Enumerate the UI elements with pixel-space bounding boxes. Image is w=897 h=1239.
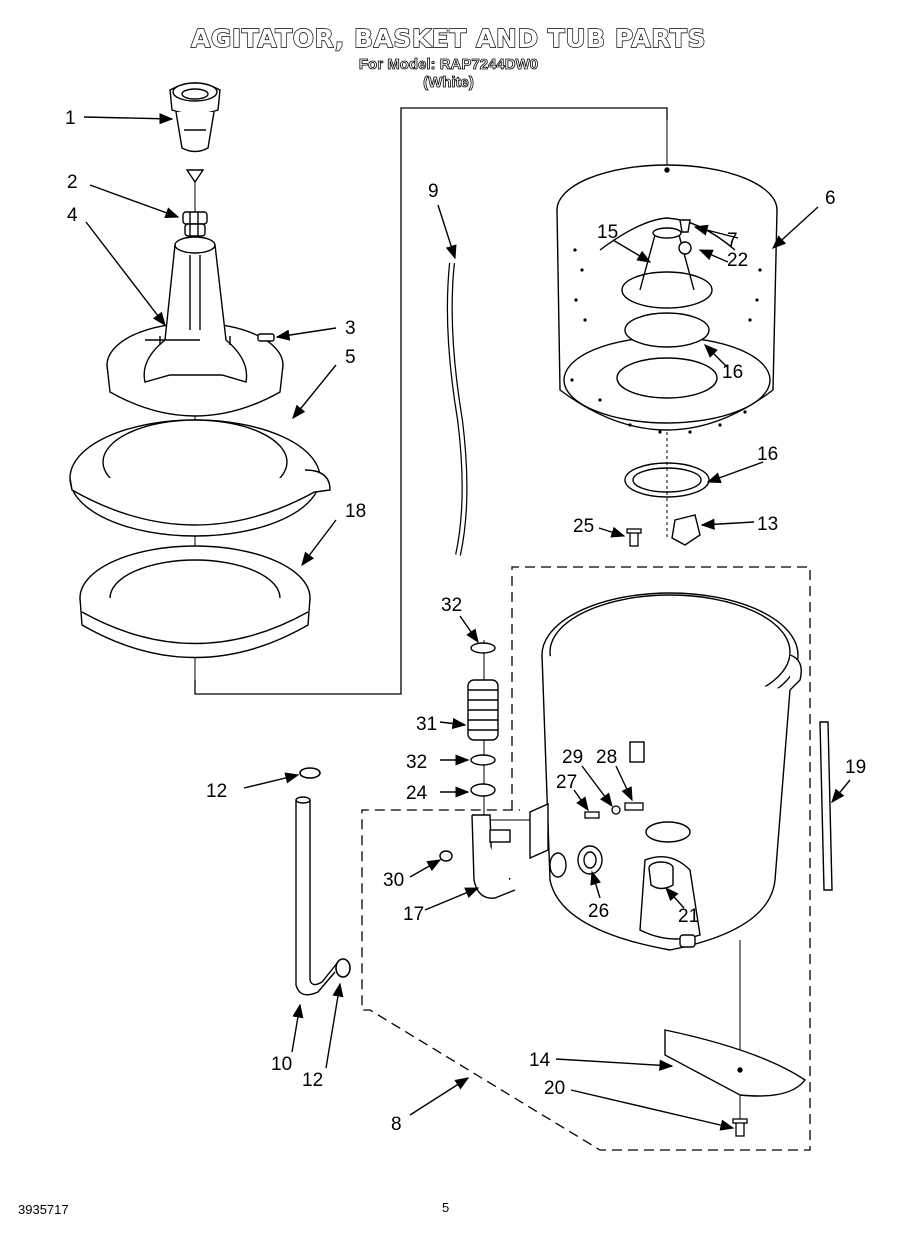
- callout-20: 20: [544, 1078, 565, 1099]
- callout-25: 25: [573, 516, 594, 537]
- callout-12-upper: 12: [206, 781, 227, 802]
- callout-32-lower: 32: [406, 752, 427, 773]
- leader-lines: [83, 113, 851, 1131]
- tub-shield-part: [664, 1029, 807, 1097]
- callout-13: 13: [757, 514, 778, 535]
- callout-26: 26: [588, 901, 609, 922]
- diagram-title: AGITATOR, BASKET AND TUB PARTS: [190, 23, 706, 53]
- hose-clamp-12-lower: [335, 958, 351, 978]
- hose-part: [295, 796, 339, 996]
- callout-7: 7: [727, 230, 738, 251]
- screws-27-28-29: [584, 802, 644, 819]
- callout-6: 6: [825, 188, 836, 209]
- callout-27: 27: [556, 772, 577, 793]
- screw-20-part: [732, 1118, 748, 1137]
- agitator-part: [106, 236, 284, 417]
- callout-16-upper: 16: [722, 362, 743, 383]
- callout-8: 8: [391, 1114, 402, 1135]
- outer-tub-part: [541, 592, 802, 951]
- dashed-group-box-tub: [361, 566, 811, 1151]
- drain-connector-part: [529, 802, 603, 878]
- agitator-cap-part: [169, 82, 221, 184]
- callout-22: 22: [727, 250, 748, 271]
- callout-14: 14: [529, 1050, 551, 1071]
- screw-25-part: [626, 528, 642, 547]
- callout-30: 30: [383, 870, 404, 891]
- callout-1: 1: [65, 108, 76, 129]
- callout-4: 4: [67, 205, 78, 226]
- model-line: For Model: RAP7244DW0: [358, 56, 539, 74]
- callout-18: 18: [345, 501, 366, 522]
- callout-15: 15: [597, 222, 618, 243]
- drive-block-part: [671, 514, 701, 546]
- callout-9: 9: [428, 181, 439, 202]
- callout-19: 19: [845, 757, 866, 778]
- page-number: 5: [442, 1200, 450, 1215]
- callout-29: 29: [562, 747, 583, 768]
- callout-16-lower: 16: [757, 444, 778, 465]
- hose-clamp-12-upper: [299, 767, 321, 779]
- balance-ring-part: [79, 545, 311, 659]
- callout-21: 21: [678, 906, 699, 927]
- tub-rail-part: [819, 721, 833, 891]
- color-line: (White): [423, 74, 475, 92]
- callout-17: 17: [403, 904, 424, 925]
- document-number: 3935717: [18, 1202, 69, 1217]
- callout-5: 5: [345, 347, 356, 368]
- callout-3: 3: [345, 318, 356, 339]
- callout-31: 31: [416, 714, 437, 735]
- drain-elbow-part: [439, 814, 516, 899]
- basket-part: [556, 164, 778, 431]
- callout-2: 2: [67, 172, 78, 193]
- callout-32-upper: 32: [441, 595, 462, 616]
- callout-24: 24: [406, 783, 428, 804]
- agitator-cam-part: [182, 211, 208, 237]
- callout-labels: 1 2 4 3 5 18 9 6 7 15 22 16 16 13 25 32 …: [65, 108, 866, 1135]
- bellows-part: [467, 642, 499, 797]
- callout-28: 28: [596, 747, 617, 768]
- basket-perforation-dots: [570, 248, 762, 434]
- callout-10: 10: [271, 1054, 292, 1075]
- callout-12-lower: 12: [302, 1070, 323, 1091]
- clutch-ring-part: [69, 419, 331, 537]
